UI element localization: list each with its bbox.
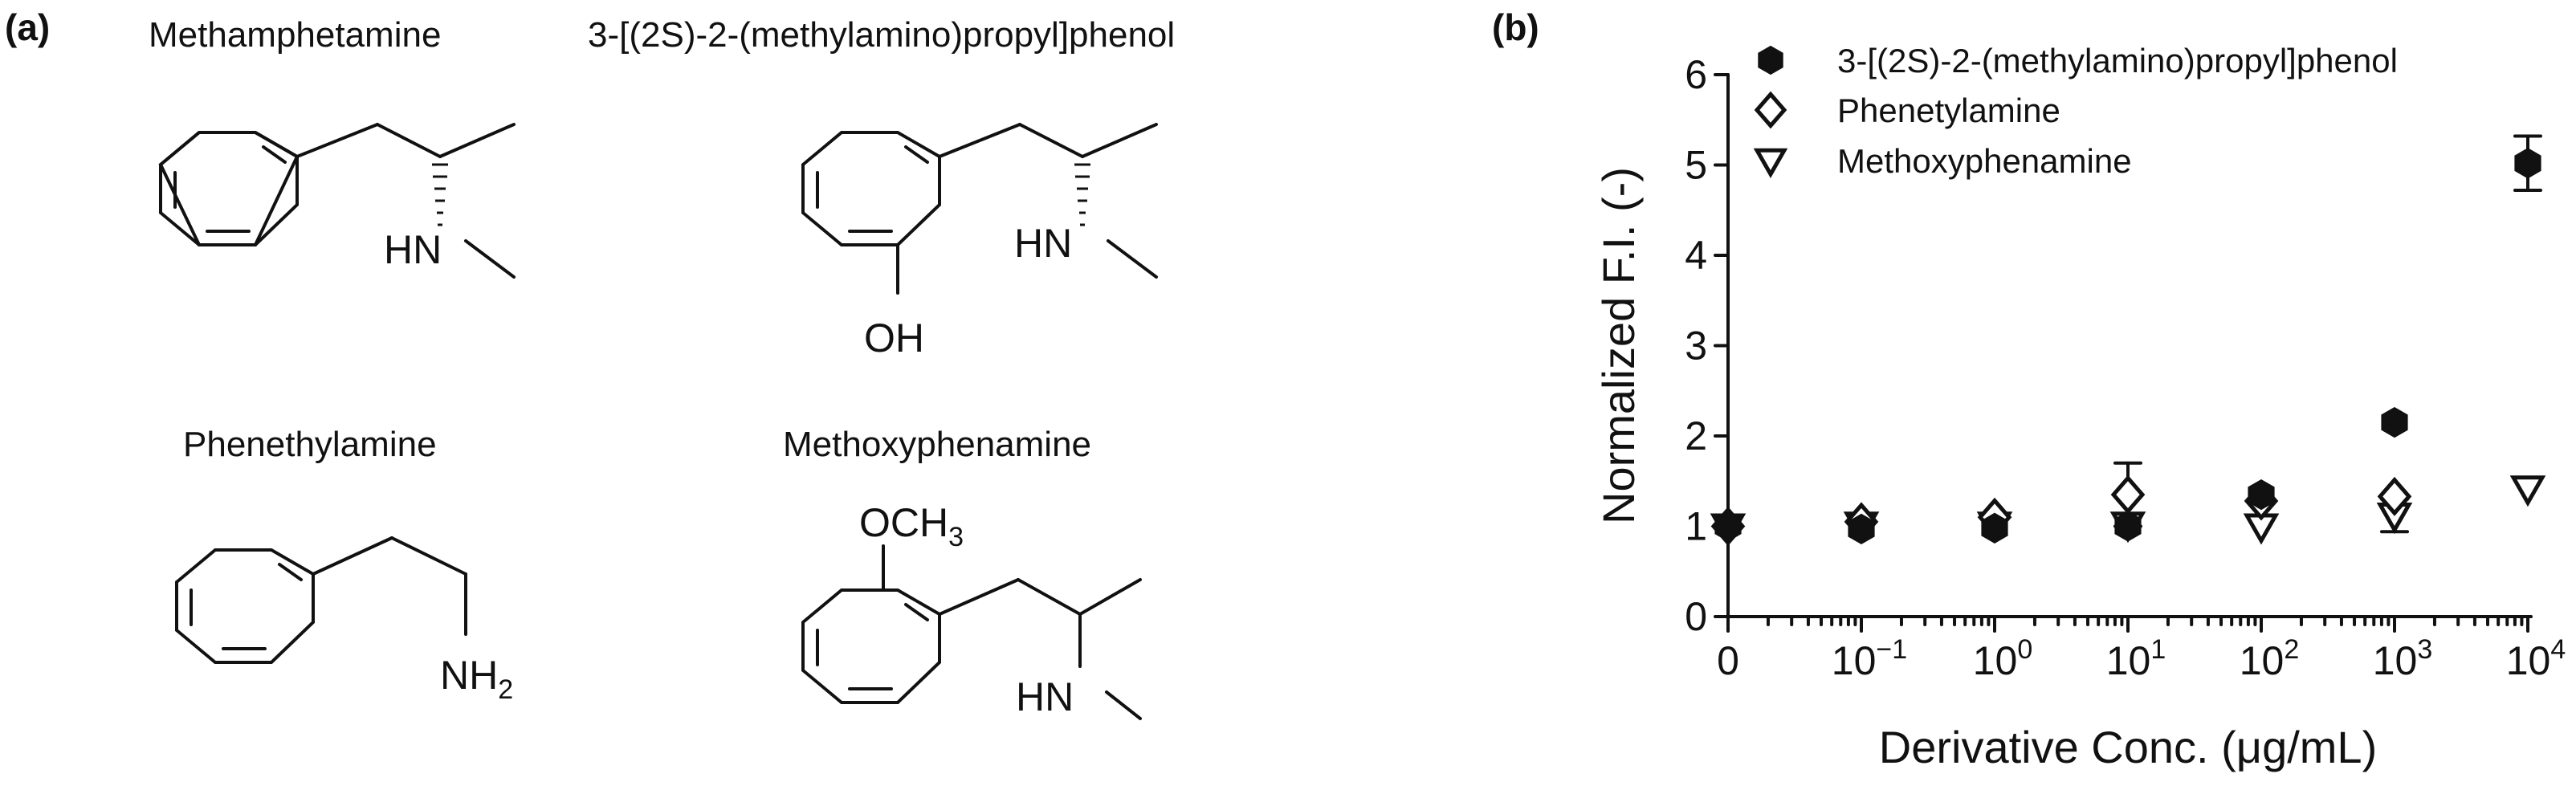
legend-marker	[1753, 148, 1788, 179]
panel-a-label: (a)	[5, 6, 50, 48]
phenethylamine-side-chain	[312, 536, 467, 636]
legend-label: 3-[(2S)-2-(methylamino)propyl]phenol	[1837, 42, 2398, 79]
x-tick-base: 10	[1973, 638, 2018, 683]
chart-legend: 3-[(2S)-2-(methylamino)propyl]phenolPhen…	[1753, 42, 2398, 180]
x-tick-exponent: 4	[2550, 634, 2566, 665]
y-tick-label: 1	[1685, 504, 1707, 549]
phenethylamine-amine-subscript: 2	[498, 674, 513, 705]
methoxyphenamine-side-chain	[882, 544, 1142, 720]
x-tick-exponent: −1	[1876, 634, 1907, 665]
methamphetamine-amine-label: HN	[384, 227, 442, 272]
legend-marker	[1754, 91, 1787, 129]
methamphetamine-benzene-ring	[158, 131, 300, 246]
y-tick-label: 2	[1685, 413, 1707, 458]
y-tick-label: 5	[1685, 143, 1707, 188]
phenol-amine-label: HN	[1014, 221, 1072, 266]
x-tick-label: 100	[1973, 634, 2033, 683]
methoxyphenamine-benzene-ring	[801, 588, 941, 704]
data-point	[2514, 148, 2541, 179]
phenethylamine-benzene-ring	[175, 548, 315, 664]
methoxyphenamine-amine-label: HN	[1016, 674, 1074, 719]
x-tick-label: 103	[2373, 634, 2433, 683]
methoxyphenamine-structure: Methoxyphenamine OCH3 HN	[783, 425, 1142, 720]
phenol-benzene-ring	[801, 131, 941, 246]
series-1	[1710, 461, 2412, 547]
data-point	[1714, 511, 1742, 542]
data-series-layer	[1710, 134, 2546, 547]
y-axis-ticks: 0 1 2 3 4 5 6	[1685, 52, 1730, 639]
data-point	[2377, 476, 2412, 516]
x-tick-base: 10	[2506, 638, 2551, 683]
x-tick-base: 10	[2240, 638, 2285, 683]
phenethylamine-amine-label: NH2	[440, 653, 513, 705]
x-tick-exponent: 0	[2017, 634, 2032, 665]
x-tick-label: 0	[1717, 638, 1739, 683]
phenol-structure: 3-[(2S)-2-(methylamino)propyl]phenol HN …	[588, 15, 1175, 360]
y-axis-label: Normalized F.I. (-)	[1593, 167, 1644, 524]
methoxyphenamine-methoxy-base: OCH	[859, 500, 948, 545]
data-point	[2110, 474, 2146, 515]
data-point	[1848, 513, 1875, 545]
methamphetamine-stereo-hash	[432, 163, 448, 226]
methoxyphenamine-methoxy-subscript: 3	[948, 522, 964, 552]
x-tick-base: 10	[2106, 638, 2151, 683]
x-tick-exponent: 1	[2150, 634, 2166, 665]
phenethylamine-structure: Phenethylamine NH2	[175, 425, 513, 705]
y-tick-label: 4	[1685, 233, 1707, 278]
x-tick-label: 104	[2506, 634, 2566, 683]
phenethylamine-name: Phenethylamine	[183, 425, 437, 464]
x-tick-label: 102	[2240, 634, 2300, 683]
methoxyphenamine-methoxy-label: OCH3	[859, 500, 964, 552]
phenethylamine-amine-base: NH	[440, 653, 498, 698]
methamphetamine-name: Methamphetamine	[149, 15, 441, 55]
phenol-stereo-hash	[1074, 163, 1090, 226]
legend-label: Phenetylamine	[1837, 92, 2060, 129]
phenol-name: 3-[(2S)-2-(methylamino)propyl]phenol	[588, 15, 1175, 55]
legend-marker	[1758, 45, 1783, 75]
x-tick-label: 101	[2106, 634, 2166, 683]
x-tick-base: 10	[1832, 638, 1877, 683]
panel-b-label: (b)	[1492, 6, 1539, 48]
legend-label: Methoxyphenamine	[1837, 142, 2132, 180]
series-0	[1714, 134, 2542, 545]
y-tick-label: 3	[1685, 324, 1707, 369]
data-point	[2381, 406, 2408, 438]
methoxyphenamine-name: Methoxyphenamine	[783, 425, 1091, 464]
data-point	[2248, 479, 2275, 511]
x-axis-label: Derivative Conc. (μg/mL)	[1879, 722, 2377, 772]
x-tick-exponent: 2	[2284, 634, 2299, 665]
x-tick-exponent: 3	[2417, 634, 2432, 665]
x-axis-minor-ticks	[1766, 615, 2524, 626]
y-tick-label: 0	[1685, 594, 1707, 639]
data-point	[2509, 475, 2546, 507]
data-point	[2114, 511, 2142, 542]
x-tick-base: 10	[2373, 638, 2418, 683]
phenol-hydroxyl-label: OH	[864, 316, 924, 360]
x-tick-label: 10−1	[1832, 634, 1907, 683]
y-tick-label: 6	[1685, 52, 1707, 97]
methamphetamine-structure: Methamphetamine HN	[149, 15, 516, 279]
phenol-side-chain	[896, 123, 1158, 295]
data-point	[1981, 512, 2008, 544]
x-tick-base: 0	[1717, 638, 1739, 683]
methamphetamine-side-chain	[296, 123, 516, 279]
